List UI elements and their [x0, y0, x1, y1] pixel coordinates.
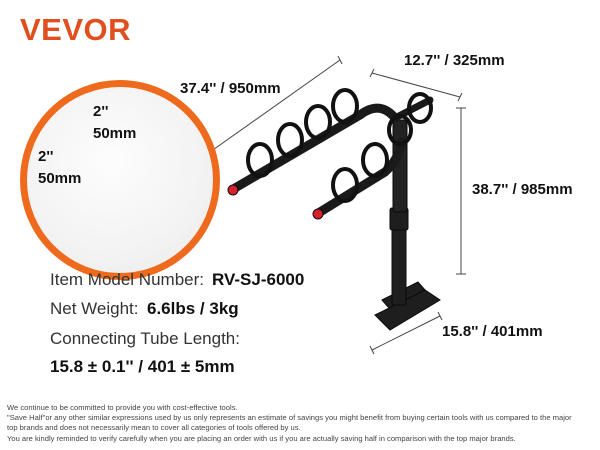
disclaimer-line: You are kindly reminded to verify carefu… — [7, 433, 516, 443]
disclaimer-line: top brands and does not necessarily mean… — [7, 423, 301, 433]
base-dimension: 15.8'' / 401mm — [442, 323, 543, 340]
weight-value: 6.6lbs / 3kg — [147, 299, 239, 318]
weight-label: Net Weight: — [50, 299, 139, 318]
length-dimension: 37.4'' / 950mm — [180, 80, 281, 97]
disclaimer-line: We continue to be committed to provide y… — [7, 403, 238, 412]
inset-height-label-mm: 50mm — [38, 170, 82, 187]
inset-width-label-mm: 50mm — [93, 125, 137, 142]
end-caps — [227, 184, 324, 220]
disclaimer-line: "Save Half"or any other similar expressi… — [7, 413, 572, 423]
tube-detail-inset — [20, 80, 220, 280]
tube-length-value: 15.8 ± 0.1'' / 401 ± 5mm — [50, 357, 235, 376]
model-value: RV-SJ-6000 — [212, 270, 305, 289]
tube-length-label: Connecting Tube Length: — [50, 329, 240, 348]
depth-dimension: 12.7'' / 325mm — [404, 52, 505, 69]
inset-width-label-in: 2'' — [93, 103, 109, 120]
hitch-base — [374, 207, 441, 331]
base-dimension-line — [371, 315, 441, 351]
depth-dimension-line — [371, 72, 461, 98]
disclaimer: We continue to be committed to provide y… — [7, 403, 597, 444]
length-dimension-line — [209, 59, 341, 153]
model-label: Item Model Number: — [50, 270, 204, 289]
height-dimension: 38.7'' / 985mm — [472, 181, 573, 198]
inset-height-label-in: 2'' — [38, 148, 54, 165]
brand-logo: VEVOR — [20, 12, 132, 47]
cradles — [246, 88, 433, 203]
dimension-lines — [207, 55, 466, 355]
